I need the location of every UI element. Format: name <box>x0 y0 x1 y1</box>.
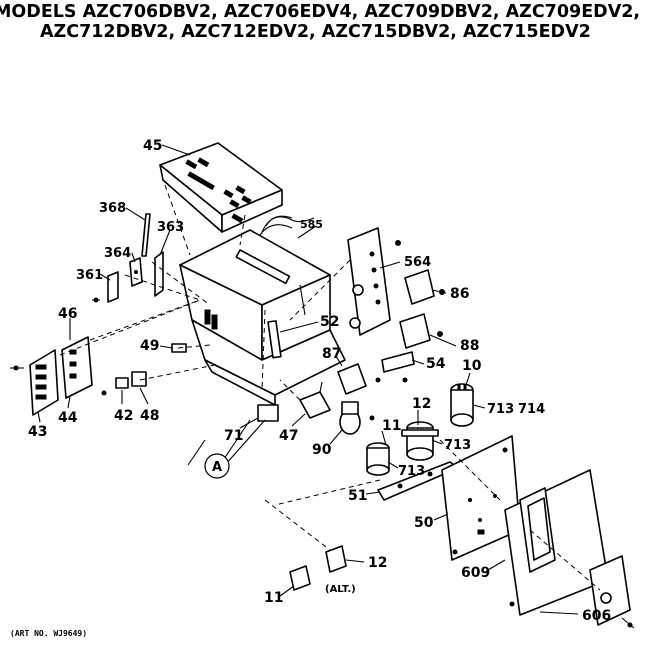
callout-45: 45 <box>143 138 162 154</box>
callout-363: 363 <box>157 220 184 235</box>
callout-alt: (ALT.) <box>325 584 356 595</box>
explode-lines <box>59 184 601 591</box>
part-10-capacitor <box>450 383 474 427</box>
callout-564: 564 <box>404 255 431 270</box>
part-88-relay <box>399 313 443 349</box>
callout-88: 88 <box>460 338 479 354</box>
part-43-switch-plate <box>29 349 59 416</box>
part-606-end-plate <box>589 555 635 629</box>
callout-609: 609 <box>461 565 490 581</box>
leader-lines <box>37 144 579 615</box>
models-title-line-2: AZC712DBV2, AZC712EDV2, AZC715DBV2, AZC7… <box>40 22 591 42</box>
part-87-relay <box>337 363 381 395</box>
callout-50: 50 <box>414 515 434 531</box>
callout-368: 368 <box>99 201 126 216</box>
callout-52: 52 <box>320 314 339 330</box>
callout-42: 42 <box>114 408 133 424</box>
part-42-terminal <box>115 377 129 389</box>
part-47-bracket <box>299 381 331 419</box>
callout-361: 361 <box>76 268 103 283</box>
part-609-cover <box>504 469 609 616</box>
callout-11: 11 <box>382 418 401 434</box>
part-44-switch-body <box>10 336 93 399</box>
callout-71: 71 <box>224 428 243 444</box>
callout-54: 54 <box>426 356 446 372</box>
callout-12: 12 <box>412 396 431 412</box>
part-363-bracket <box>154 251 164 297</box>
part-564-mounting-plate <box>347 227 401 336</box>
callout-51: 51 <box>348 488 367 504</box>
callout-46: 46 <box>58 306 77 322</box>
callout-714: 714 <box>518 402 545 417</box>
part-361-clip <box>92 271 119 303</box>
part-48-terminal-block <box>101 371 147 396</box>
part-90-fuse-holder <box>339 401 375 435</box>
part-364-bracket <box>129 257 143 287</box>
part-368-rod <box>141 213 151 257</box>
callout-364: 364 <box>104 246 131 261</box>
callout-11-alt: 11 <box>264 590 283 606</box>
art-number: (ART NO. WJ9649) <box>10 629 87 638</box>
callout-12-alt: 12 <box>368 555 387 571</box>
callout-43: 43 <box>28 424 47 440</box>
part-12-capacitor <box>401 421 439 461</box>
callout-a: A <box>212 460 222 475</box>
part-45-control-panel <box>159 142 315 239</box>
callout-86: 86 <box>450 286 469 302</box>
callout-87: 87 <box>322 346 341 362</box>
callout-713-a: 713 <box>487 402 514 417</box>
callout-713-c: 713 <box>398 464 425 479</box>
callout-10: 10 <box>462 358 482 374</box>
part-54-terminal-strip <box>381 351 415 383</box>
callout-labels: 45 585 368 363 364 564 361 86 46 52 88 8… <box>28 138 611 624</box>
part-71-relay <box>257 404 279 422</box>
part-86-capacitor-bracket <box>404 269 445 305</box>
reference-circle-a <box>204 453 230 479</box>
callout-90: 90 <box>312 442 332 458</box>
callout-713-b: 713 <box>444 438 471 453</box>
callout-48: 48 <box>140 408 159 424</box>
part-11-capacitor <box>366 442 390 476</box>
control-box-housing <box>179 229 346 406</box>
part-11-alt-switch <box>289 565 311 591</box>
callout-585: 585 <box>300 218 323 231</box>
callout-44: 44 <box>58 410 78 426</box>
models-title-line-1: MODELS AZC706DBV2, AZC706EDV4, AZC709DBV… <box>0 2 641 22</box>
callout-47: 47 <box>279 428 298 444</box>
part-50-mounting-panel <box>441 435 521 561</box>
part-12-alt-switch <box>325 545 347 573</box>
callout-49: 49 <box>140 338 159 354</box>
callout-606: 606 <box>582 608 611 624</box>
